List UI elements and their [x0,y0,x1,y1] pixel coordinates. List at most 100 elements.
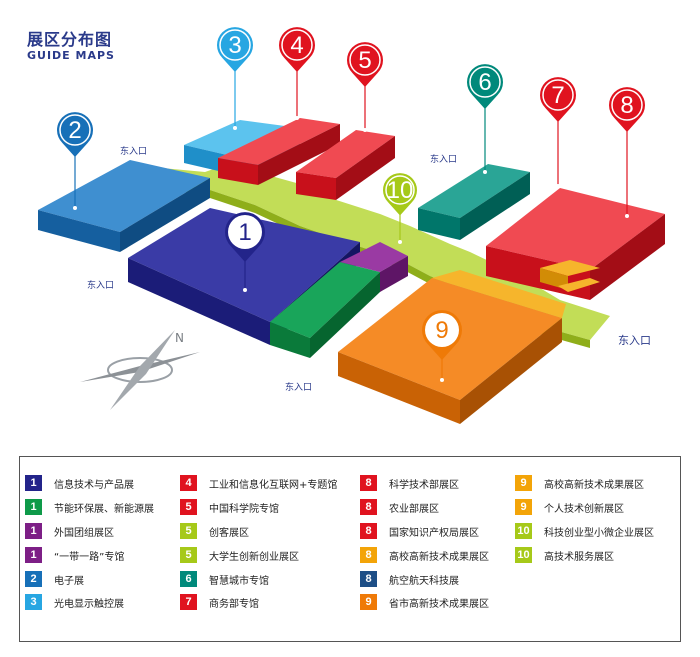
legend: 1 信息技术与产品展 1 节能环保展、新能源展 1 外国团组展区 1“一带一路”专馆 2 电子展… [19,456,681,642]
pin-8-marker[interactable]: 8 [609,87,646,218]
legend-badge: 9 [515,499,532,515]
legend-label: 科学技术部展区 [389,479,459,491]
legend-label: 国家知识产权局展区 [389,527,479,539]
pin-5-marker[interactable]: 5 [347,42,383,132]
legend-item: 2 电子展 [25,571,84,587]
legend-badge: 1 [25,499,42,515]
page-title: 展区分布图 [27,30,113,49]
compass-icon: N [80,330,200,410]
pin-7-marker[interactable]: 7 [539,77,576,188]
legend-item: 9 高校高新技术成果展区 [515,475,644,491]
exhibition-map: 东入口 东入口 东入口 东入口 东入口 N 1 2 3 4 56 7 8 9 10 [38,27,665,424]
legend-label: 农业部展区 [389,503,439,515]
legend-badge: 5 [180,499,197,515]
legend-item: 1 信息技术与产品展 [25,475,134,491]
legend-badge: 1 [25,547,42,563]
legend-badge: 8 [360,547,377,563]
legend-label: 大学生创新创业展区 [209,551,299,563]
legend-badge: 5 [180,523,197,539]
pin-1-marker[interactable]: 1 [224,212,265,292]
legend-label: 高校高新技术成果展区 [389,551,489,563]
hall-5[interactable] [296,130,395,200]
pin-face [219,29,251,61]
pin-label: 7 [551,82,564,109]
entrance-labels: 东入口 东入口 东入口 东入口 东入口 [87,145,651,393]
pin-face [469,66,501,98]
legend-item: 8 高校高新技术成果展区 [360,547,489,563]
pin-10-marker[interactable]: 10 [383,173,417,244]
pin-face [59,114,91,146]
legend-badge: 8 [360,475,377,491]
hall-4[interactable] [218,118,340,185]
pin-dot [556,184,560,188]
legend-badge: 9 [360,594,377,610]
legend-badge: 1 [25,475,42,491]
pin-dot [363,128,367,132]
pin-label: 9 [435,317,448,344]
pin-label: 4 [290,32,303,59]
pin-3-marker[interactable]: 3 [217,27,253,130]
hall-6[interactable] [418,164,530,240]
pin-label: 2 [68,117,81,144]
legend-badge: 8 [360,523,377,539]
legend-label: 个人技术创新展区 [544,503,624,515]
legend-label: 商务部专馆 [209,598,259,610]
pin-label: 8 [620,92,633,119]
compass-north-label: N [175,331,184,345]
legend-label: 电子展 [54,575,84,587]
pin-4-marker[interactable]: 4 [279,27,315,120]
legend-item: 6 智慧城市专馆 [180,571,269,587]
entrance-label: 东入口 [120,145,147,157]
pin-face [281,29,313,61]
legend-label: 省市高新技术成果展区 [389,598,489,610]
legend-label: 高技术服务展区 [544,551,614,563]
legend-item: 5 大学生创新创业展区 [180,547,299,563]
pin-dot [243,288,247,292]
pin-face [542,79,574,111]
legend-item: 9 个人技术创新展区 [515,499,624,515]
legend-badge: 6 [180,571,197,587]
pin-9-marker[interactable]: 9 [422,310,463,382]
legend-badge: 1 [25,523,42,539]
legend-badge: 10 [515,523,532,539]
legend-label: 中国科学院专馆 [209,503,279,515]
legend-badge: 3 [25,594,42,610]
page-subtitle: GUIDE MAPS [27,49,115,62]
hall-pins: 1 2 3 4 56 7 8 9 10 [57,27,646,382]
pin-face [425,313,459,347]
legend-badge: 5 [180,547,197,563]
pin-2-marker[interactable]: 2 [57,112,94,210]
pin-label: 1 [238,219,251,246]
hall-2[interactable] [38,160,210,252]
legend-label: 外国团组展区 [54,527,114,539]
legend-item: 1“一带一路”专馆 [25,547,124,563]
legend-item: 10 科技创业型小微企业展区 [515,523,654,539]
hall-7-8[interactable] [486,188,665,300]
pin-face [611,89,643,121]
hall-1[interactable] [128,208,408,358]
legend-item: 5 中国科学院专馆 [180,499,279,515]
legend-label: 工业和信息化互联网+专题馆 [209,479,338,491]
legend-label: 光电显示触控展 [54,598,124,610]
pin-label: 3 [228,32,241,59]
legend-item: 1 节能环保展、新能源展 [25,499,154,515]
pin-dot [483,170,487,174]
pin-6-marker[interactable]: 6 [467,64,504,174]
legend-label: 节能环保展、新能源展 [54,503,154,515]
pin-dot [295,116,299,120]
legend-badge: 2 [25,571,42,587]
legend-label: 航空航天科技展 [389,575,459,587]
legend-label: 创客展区 [209,527,249,539]
legend-label: 智慧城市专馆 [209,575,269,587]
legend-label: 高校高新技术成果展区 [544,479,644,491]
entrance-label: 东入口 [87,279,114,291]
legend-label: 科技创业型小微企业展区 [544,527,654,539]
legend-badge: 9 [515,475,532,491]
pin-dot [440,378,444,382]
legend-item: 8 国家知识产权局展区 [360,523,479,539]
legend-label: 信息技术与产品展 [54,479,134,491]
